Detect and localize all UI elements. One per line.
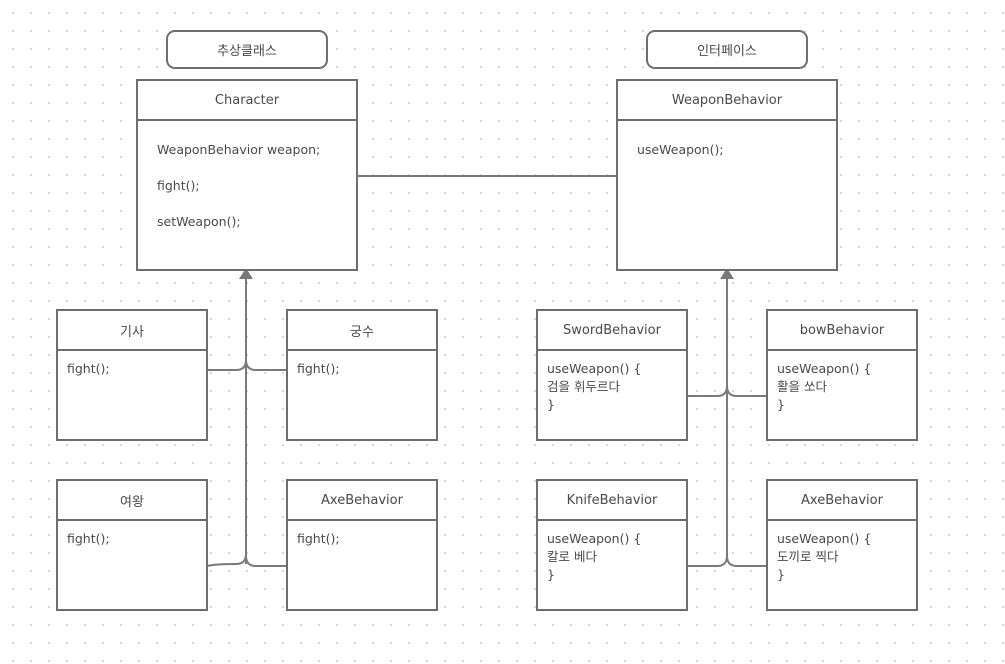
class-header: bowBehavior <box>768 311 916 351</box>
class-name: 여왕 <box>120 494 144 510</box>
class-member: useWeapon() { <box>547 531 642 546</box>
knight-class-box[interactable]: 기사 fight(); <box>56 309 208 441</box>
class-name: Character <box>214 92 280 108</box>
class-name: bowBehavior <box>799 322 885 338</box>
class-name: AxeBehavior <box>801 492 883 508</box>
class-member: useWeapon(); <box>637 142 724 157</box>
class-member: } <box>547 397 555 412</box>
class-name: 궁수 <box>350 324 374 340</box>
class-body: useWeapon() { 칼로 베다 } <box>538 521 686 584</box>
class-member: fight(); <box>297 361 340 376</box>
class-member: 활을 쏘다 <box>777 379 827 394</box>
link-bow <box>726 385 767 397</box>
class-body: fight(); <box>288 351 436 378</box>
link-queen <box>206 553 247 567</box>
character-class-box[interactable]: Character WeaponBehavior weapon; fight()… <box>136 79 358 271</box>
class-name: AxeBehavior <box>321 492 403 508</box>
class-body: fight(); <box>288 521 436 548</box>
class-header: WeaponBehavior <box>618 81 836 121</box>
class-member: WeaponBehavior weapon; <box>157 142 321 157</box>
class-member: } <box>777 397 785 412</box>
class-member: useWeapon() { <box>547 361 642 376</box>
interface-tag[interactable]: 인터페이스 <box>646 30 808 69</box>
class-member: fight(); <box>297 531 340 546</box>
class-body: useWeapon(); <box>618 121 836 178</box>
link-archer <box>245 359 287 371</box>
class-body: useWeapon() { 검을 휘두르다 } <box>538 351 686 414</box>
class-body: useWeapon() { 도끼로 찍다 } <box>768 521 916 584</box>
axe-character-class-box[interactable]: AxeBehavior fight(); <box>286 479 438 611</box>
abstract-class-tag-label: 추상클래스 <box>217 44 277 59</box>
class-header: 궁수 <box>288 311 436 351</box>
class-member: fight(); <box>67 361 110 376</box>
class-body: fight(); <box>58 351 206 378</box>
class-name: KnifeBehavior <box>566 492 658 508</box>
class-member: fight(); <box>67 531 110 546</box>
class-member: useWeapon() { <box>777 531 872 546</box>
class-member: setWeapon(); <box>157 214 241 229</box>
archer-class-box[interactable]: 궁수 fight(); <box>286 309 438 441</box>
class-body: fight(); <box>58 521 206 548</box>
bow-behavior-class-box[interactable]: bowBehavior useWeapon() { 활을 쏘다 } <box>766 309 918 441</box>
link-sword <box>687 385 728 397</box>
weapon-behavior-interface-box[interactable]: WeaponBehavior useWeapon(); <box>616 79 838 271</box>
class-member: 칼로 베다 <box>547 549 597 564</box>
class-member: useWeapon() { <box>777 361 872 376</box>
class-name: SwordBehavior <box>563 322 661 338</box>
class-header: 기사 <box>58 311 206 351</box>
class-member: fight(); <box>157 178 200 193</box>
arrowhead-left <box>239 268 253 279</box>
abstract-class-tag[interactable]: 추상클래스 <box>166 30 328 69</box>
class-name: 기사 <box>120 324 144 340</box>
class-name: WeaponBehavior <box>671 92 783 108</box>
class-header: SwordBehavior <box>538 311 686 351</box>
class-header: KnifeBehavior <box>538 481 686 521</box>
class-header: AxeBehavior <box>768 481 916 521</box>
knife-behavior-class-box[interactable]: KnifeBehavior useWeapon() { 칼로 베다 } <box>536 479 688 611</box>
class-header: Character <box>138 81 356 121</box>
link-knight <box>207 359 247 371</box>
interface-tag-label: 인터페이스 <box>697 44 757 59</box>
queen-class-box[interactable]: 여왕 fight(); <box>56 479 208 611</box>
class-header: AxeBehavior <box>288 481 436 521</box>
class-member: 검을 휘두르다 <box>547 379 620 394</box>
class-member: 도끼로 찍다 <box>777 549 839 564</box>
class-header: 여왕 <box>58 481 206 521</box>
class-member: } <box>547 567 555 582</box>
sword-behavior-class-box[interactable]: SwordBehavior useWeapon() { 검을 휘두르다 } <box>536 309 688 441</box>
axe-behavior-class-box[interactable]: AxeBehavior useWeapon() { 도끼로 찍다 } <box>766 479 918 611</box>
arrowhead-right <box>720 268 734 279</box>
class-member: } <box>777 567 785 582</box>
class-body: useWeapon() { 활을 쏘다 } <box>768 351 916 414</box>
link-knife <box>687 555 728 567</box>
link-axe-character <box>245 555 287 567</box>
class-body: WeaponBehavior weapon; fight(); setWeapo… <box>138 121 356 250</box>
link-axe-behavior <box>726 555 767 567</box>
